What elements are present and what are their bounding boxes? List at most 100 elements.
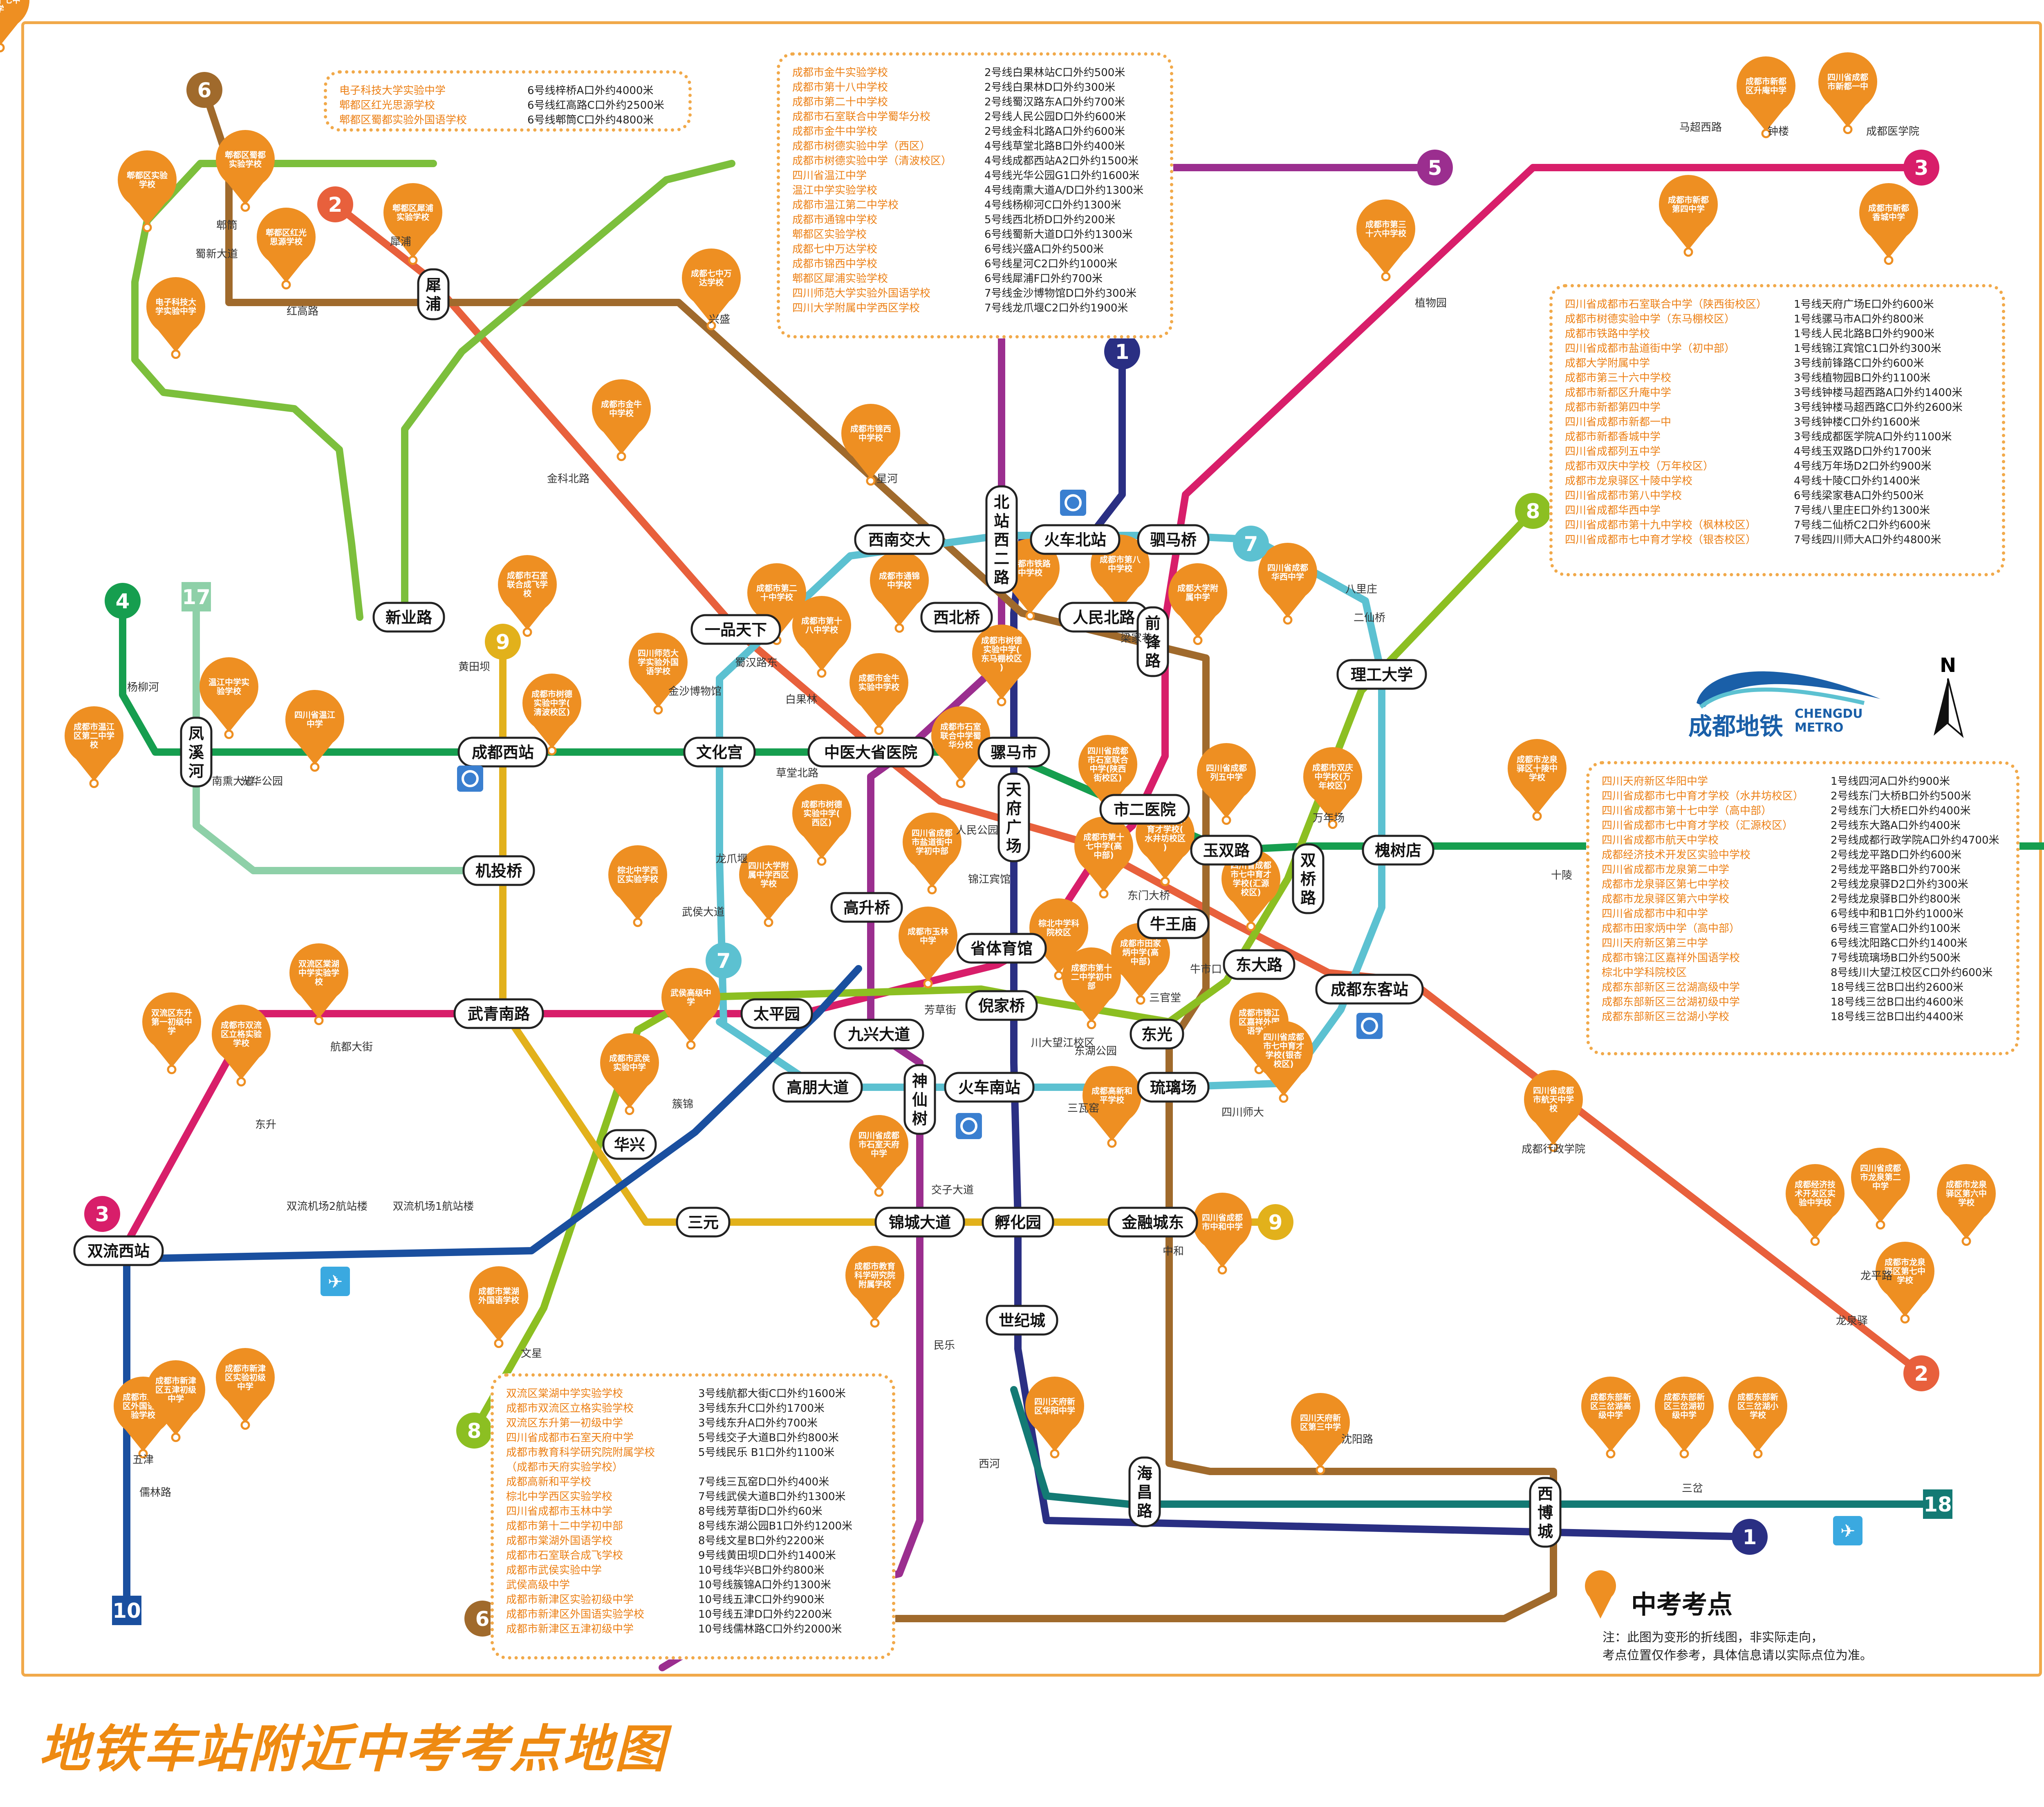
school-pin[interactable]: 成都市第十八中学校 (792, 596, 851, 678)
school-pin[interactable]: 成都市金牛中学校 (592, 379, 651, 461)
school-pin[interactable]: 成都市树德实验中学(清波校区) (522, 674, 581, 756)
school-pin[interactable]: 双流区棠湖中学实验学校 (289, 943, 348, 1026)
school-pin[interactable]: 成都市双流区立格实验学校 (212, 1005, 271, 1087)
school-pin[interactable]: 成都市锦西中学校 (841, 404, 900, 486)
station-23[interactable]: 市二医院 (1099, 794, 1190, 825)
school-pin[interactable]: 成都东部新区三岔湖高级中学 (1581, 1377, 1640, 1459)
station-31[interactable]: 倪家桥 (965, 990, 1038, 1021)
station-43[interactable]: 西博城 (1529, 1477, 1562, 1548)
station-34[interactable]: 神仙树 (903, 1064, 936, 1135)
school-pin[interactable]: 成都市石室联合中学蜀华分校 (931, 706, 990, 788)
school-pin[interactable]: 四川大学附属中学西区学校 (739, 845, 798, 927)
school-pin[interactable]: 成都市新津区实验初级中学 (216, 1348, 275, 1430)
school-pin[interactable]: 成都市通锦中学校 (870, 551, 929, 633)
station-19[interactable]: 理工大学 (1336, 659, 1427, 690)
school-pin[interactable]: 双流区东升第一初级中学 (142, 992, 201, 1075)
station-37[interactable]: 琉璃场 (1137, 1072, 1210, 1103)
school-pin[interactable]: 成都市第二十中学校 (747, 563, 806, 645)
station-5[interactable]: 双流西站 (73, 1235, 164, 1266)
station-9[interactable]: 高升桥 (830, 892, 903, 923)
school-pin[interactable]: 四川省成都市龙泉第二中学 (1851, 1148, 1910, 1230)
station-6[interactable]: 华兴 (602, 1129, 657, 1160)
school-pin[interactable]: 四川省成都市七中育才学校(银杏校区) (1254, 1021, 1313, 1103)
school-pin[interactable]: 成都市龙泉驿区第七中学校 (1876, 1242, 1934, 1324)
school-pin[interactable]: 成都七中万达学校 (682, 249, 741, 331)
station-36[interactable]: 东光 (1130, 1019, 1184, 1050)
school-pin[interactable]: 四川省成都市航天中学校 (1524, 1070, 1583, 1152)
school-pin[interactable]: 四川省成都市中和中学 (1193, 1193, 1252, 1275)
station-26[interactable]: 槐树店 (1362, 835, 1434, 866)
school-pin[interactable]: 成都市龙泉驿区第六中学校 (1937, 1164, 1996, 1246)
station-44[interactable]: 凤溪河 (180, 717, 213, 788)
station-3[interactable]: 机投桥 (462, 855, 535, 886)
school-pin[interactable]: 成都经济技术开发区实验中学校 (1786, 1164, 1845, 1246)
station-25[interactable]: 双桥路 (1292, 843, 1325, 914)
school-pin[interactable]: 成都东部新区三岔湖初级中学 (1655, 1377, 1714, 1459)
station-16[interactable]: 西北桥 (920, 602, 993, 633)
school-pin[interactable]: 成都市新津区五津初级中学 (146, 1360, 205, 1442)
school-pin[interactable]: 四川省成都市第十七中学 (0, 0, 29, 53)
school-pin[interactable]: 四川天府新区华阳中学 (1025, 1377, 1084, 1459)
school-pin[interactable]: 郫都区红光思源学校 (257, 208, 316, 290)
station-27[interactable]: 牛王庙 (1137, 908, 1210, 939)
school-pin[interactable]: 成都市新都区升庵中学 (1737, 56, 1795, 139)
school-pin[interactable]: 四川省成都列五中学 (1197, 743, 1256, 825)
school-pin[interactable]: 成都市第三十六中学校 (1356, 199, 1415, 282)
station-10[interactable]: 文化宫 (683, 737, 756, 768)
school-pin[interactable]: 成都市第十七中学(高中部) (1074, 817, 1133, 899)
school-pin[interactable]: 成都市第十二中学初中部 (1062, 947, 1121, 1030)
school-pin[interactable]: 成都市新都第四中学 (1659, 175, 1718, 257)
school-pin[interactable]: 成都市武侯实验中学 (600, 1033, 659, 1115)
station-4[interactable]: 武青南路 (453, 998, 544, 1029)
school-pin[interactable]: 成都东部新区三岔湖小学校 (1728, 1377, 1787, 1459)
station-38[interactable]: 锦城大道 (874, 1207, 965, 1238)
station-8[interactable]: 太平园 (740, 998, 813, 1029)
station-39[interactable]: 孵化园 (982, 1207, 1054, 1238)
station-1[interactable]: 新业路 (372, 602, 445, 633)
school-pin[interactable]: 四川省成都市石室天府中学 (849, 1115, 908, 1197)
school-pin[interactable]: 成都大学附属中学 (1168, 563, 1227, 645)
school-pin[interactable]: 四川天府新区第三中学 (1291, 1393, 1350, 1475)
school-pin[interactable]: 四川省成都华西中学 (1258, 543, 1317, 625)
station-30[interactable]: 省体育馆 (956, 933, 1047, 964)
station-17[interactable]: 人民北路 (1058, 602, 1149, 633)
station-18[interactable]: 前锋路 (1136, 606, 1169, 677)
station-15[interactable]: 驷马桥 (1137, 524, 1210, 555)
school-pin[interactable]: 成都市教育科学研究院附属学校 (845, 1246, 904, 1328)
school-pin[interactable]: 成都市树德实验中学(东马棚校区) (972, 625, 1031, 707)
station-32[interactable]: 九兴大道 (834, 1019, 924, 1050)
station-41[interactable]: 世纪城 (986, 1305, 1058, 1336)
station-33[interactable]: 高朋大道 (772, 1072, 863, 1103)
school-pin[interactable]: 成都市石室联合成飞学校 (498, 555, 557, 637)
school-pin[interactable]: 武侯高级中学 (661, 968, 720, 1050)
school-pin[interactable]: 电子科技大学实验中学 (146, 277, 205, 359)
station-20[interactable]: 中医大省医院 (807, 737, 934, 768)
school-pin[interactable]: 成都市棠湖外国语学校 (469, 1266, 528, 1348)
station-22[interactable]: 天府广场 (997, 773, 1030, 862)
station-21[interactable]: 骡马市 (977, 737, 1050, 768)
station-40[interactable]: 金融城东 (1107, 1207, 1198, 1238)
station-0[interactable]: 犀浦 (417, 268, 450, 320)
station-42[interactable]: 海昌路 (1128, 1456, 1161, 1527)
school-pin[interactable]: 棕北中学西区实验学校 (608, 845, 667, 927)
station-11[interactable]: 一品天下 (690, 614, 781, 645)
school-pin[interactable]: 成都市双庆中学校(万年校区) (1303, 747, 1362, 829)
station-12[interactable]: 西南交大 (854, 524, 945, 555)
school-pin[interactable]: 成都高新和平学校 (1083, 1066, 1141, 1148)
school-pin[interactable]: 成都市新都香城中学 (1859, 183, 1918, 265)
station-24[interactable]: 玉双路 (1190, 835, 1263, 866)
station-28[interactable]: 东大路 (1223, 949, 1295, 980)
school-pin[interactable]: 成都市树德实验中学(西区) (792, 784, 851, 866)
school-pin[interactable]: 四川省成都市新都一中 (1818, 52, 1877, 134)
station-7[interactable]: 三元 (676, 1207, 731, 1238)
school-pin[interactable]: 郫都区实验学校 (118, 150, 177, 233)
school-pin[interactable]: 成都市龙泉驿区十陵中学校 (1508, 739, 1567, 821)
school-pin[interactable]: 四川师范大学实验外国语学校 (629, 633, 688, 715)
station-14[interactable]: 火车北站 (1030, 524, 1121, 555)
station-2[interactable]: 成都西站 (457, 737, 548, 768)
